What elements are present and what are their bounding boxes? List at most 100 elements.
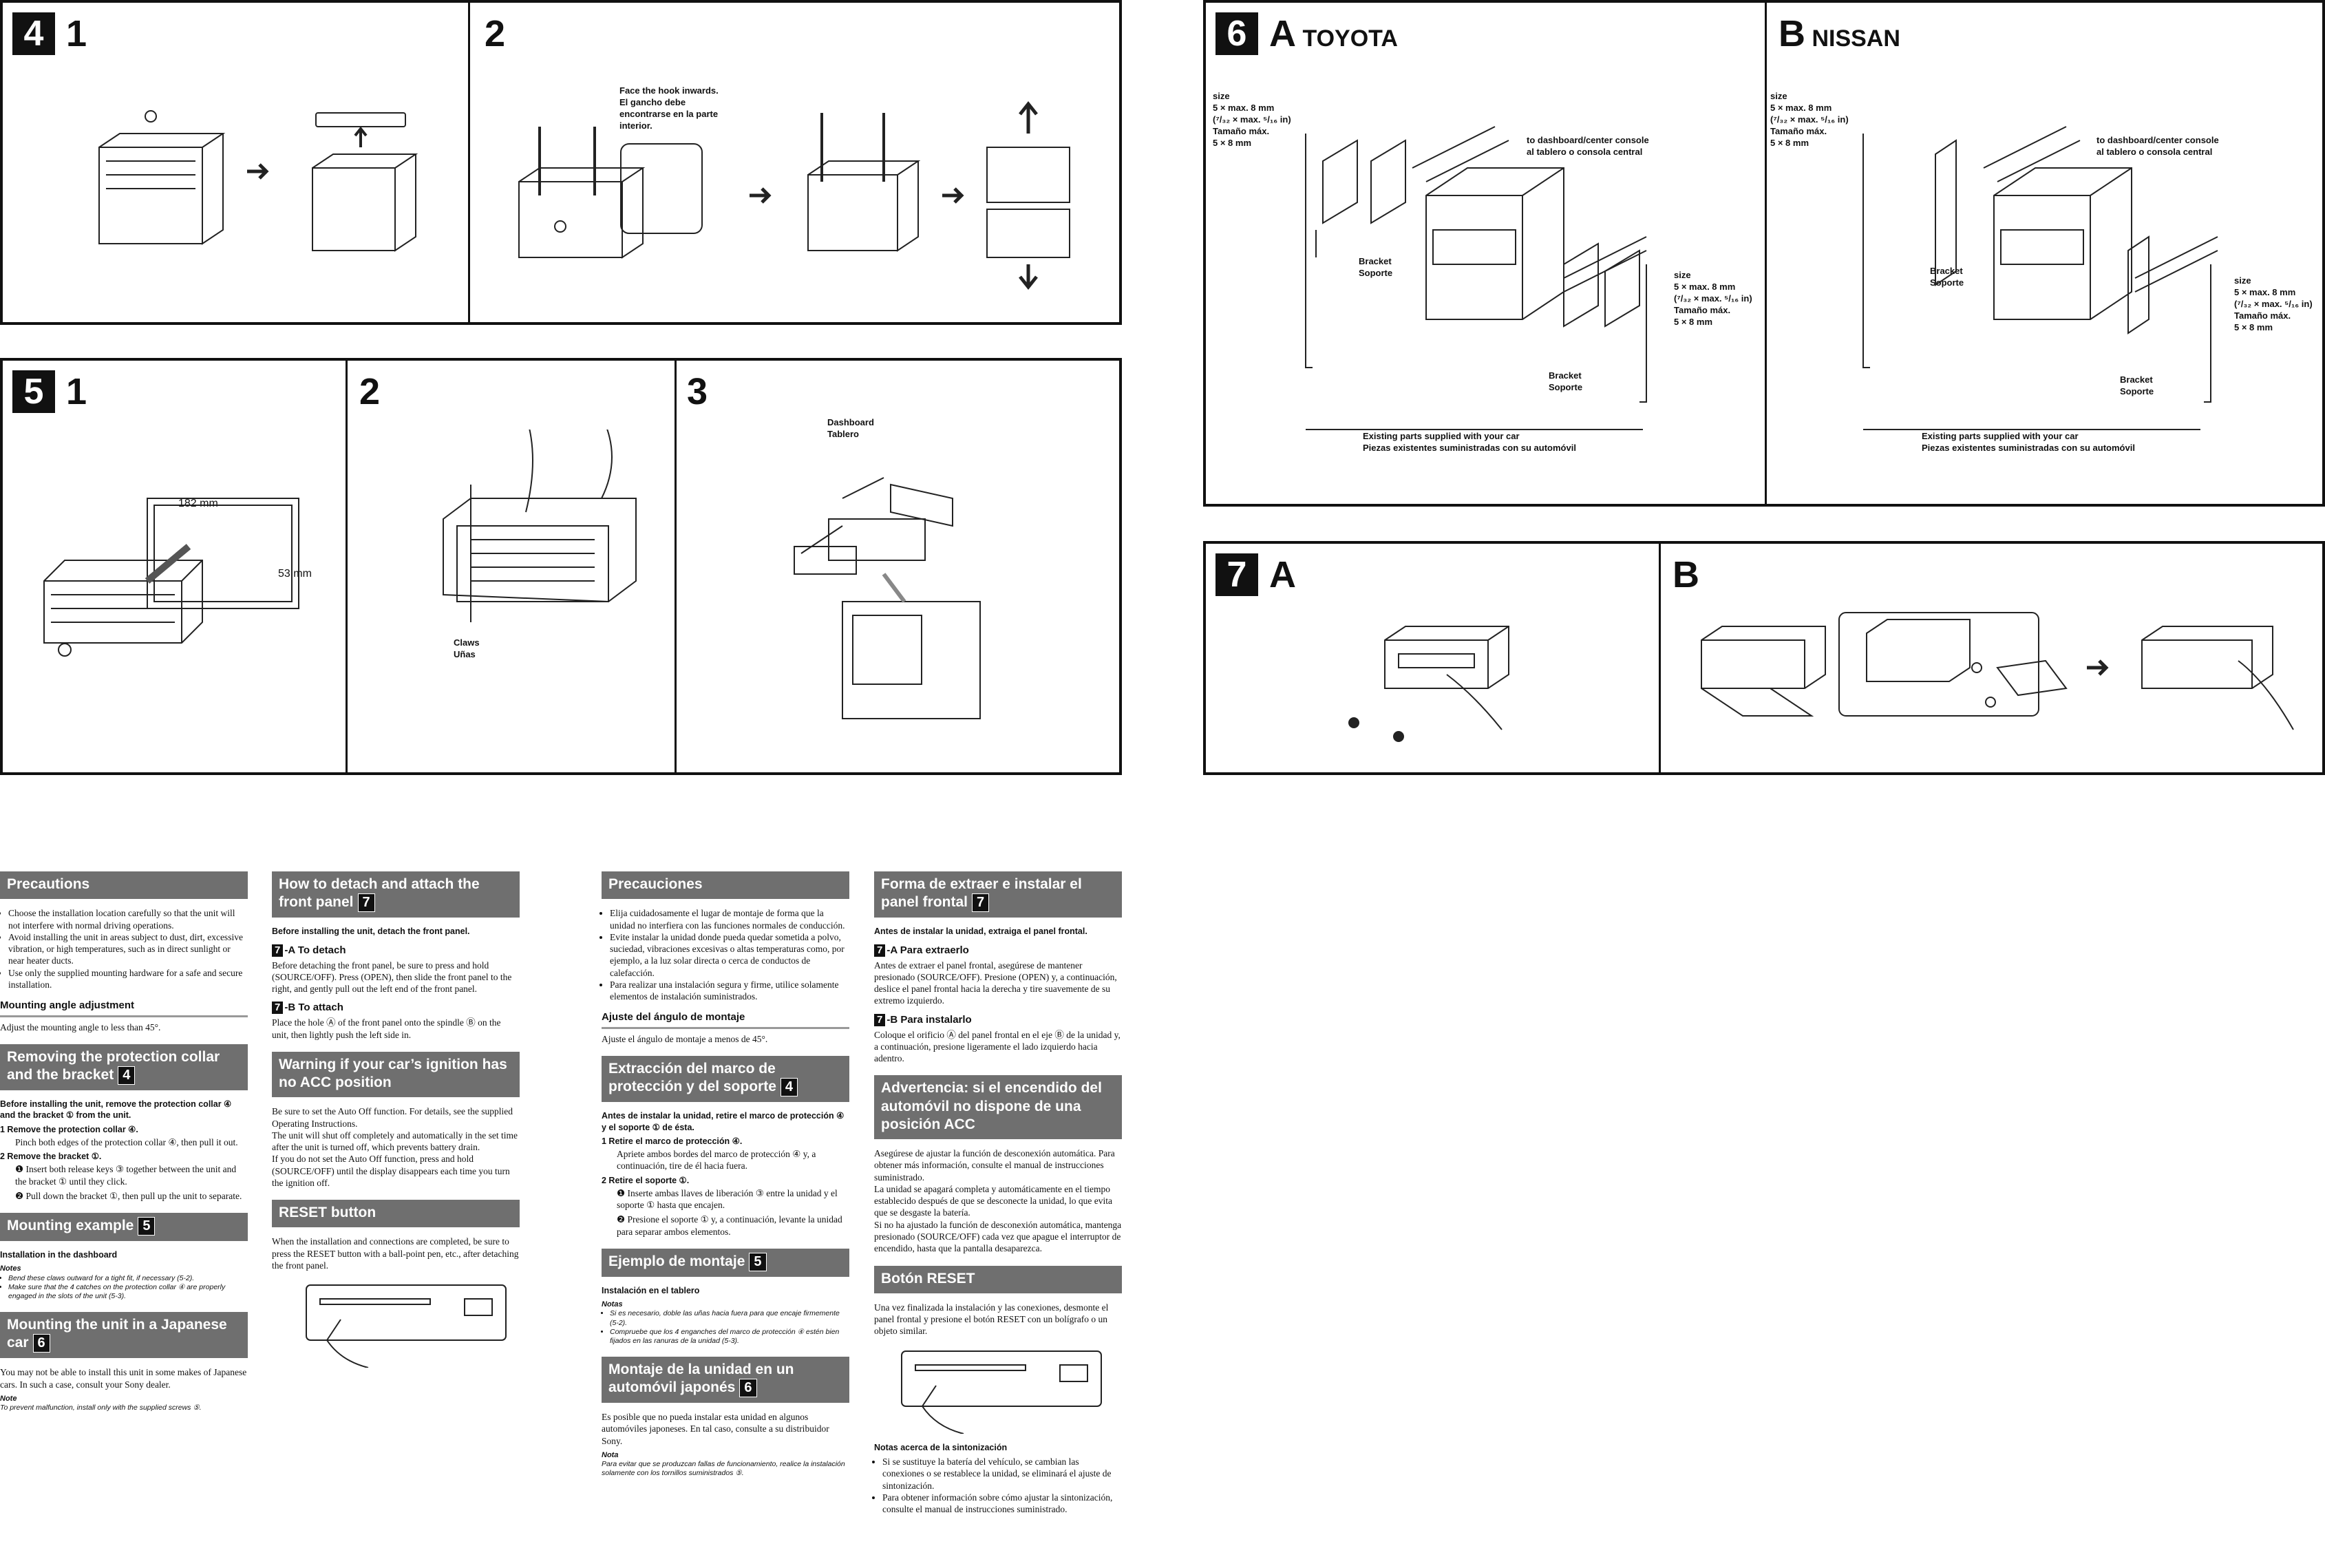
divider [346, 361, 348, 772]
column-1: Precautions Choose the installation loca… [0, 860, 248, 1412]
step-number: 2 [485, 13, 506, 54]
divider [1659, 544, 1661, 772]
ref-box: 7 [272, 1002, 284, 1015]
list-item: Evite instalar la unidad donde pueda que… [610, 931, 849, 979]
precautions-list: Choose the installation location careful… [0, 907, 248, 990]
section-heading: Removing the protection collar and the b… [0, 1043, 248, 1091]
paragraph: You may not be able to install this unit… [0, 1367, 247, 1390]
paragraph: ❷ Presione el soporte ① y, a continuació… [617, 1214, 842, 1237]
ref-box: 4 [780, 1078, 798, 1097]
toyota-letter: A [1269, 13, 1296, 54]
panel-6: 6 A TOYOTA B NISSAN size 5 × max. 8 mm (… [1203, 0, 2325, 507]
toyota-title: TOYOTA [1302, 25, 1398, 52]
heading-text: Forma de extraer e instalar el panel fro… [881, 876, 1082, 911]
panel-4: 4 1 2 Face the hook inwards. El gancho d… [0, 0, 1122, 325]
section-heading: Botón RESET [874, 1265, 1122, 1293]
subheading-text: -B Para instalarlo [887, 1013, 972, 1026]
note: To prevent malfunction, install only wit… [0, 1403, 202, 1412]
step-number: 1 [66, 13, 87, 54]
paragraph: When the installation and connections ar… [272, 1236, 519, 1271]
paragraph: Pinch both edges of the protection colla… [15, 1136, 238, 1147]
subheading: Ajuste del ángulo de montaje [602, 1010, 849, 1029]
subheading: Installation in the dashboard [0, 1250, 118, 1260]
subheading: 7-A To detach [272, 944, 520, 957]
step: 2 Retire el soporte ①. [602, 1175, 690, 1185]
nissan-header: B NISSAN [1779, 15, 1900, 52]
step: 2 Remove the bracket ①. [0, 1152, 102, 1162]
paragraph: Ajuste el ángulo de montaje a menos de 4… [602, 1033, 768, 1044]
section-heading: Montaje de la unidad en un automóvil jap… [602, 1356, 849, 1403]
ref-box: 7 [272, 944, 284, 957]
section-heading: Warning if your car’s ignition has no AC… [272, 1051, 520, 1098]
ref-box: 7 [874, 1013, 886, 1026]
ref-box: 7 [357, 893, 375, 913]
width-label: 182 mm [178, 498, 218, 509]
paragraph: Place the hole Ⓐ of the front panel onto… [272, 1017, 501, 1040]
list-item: Avoid installing the unit in areas subje… [8, 931, 248, 967]
notes-list: Si es necesario, doble las uñas hacia fu… [602, 1309, 849, 1346]
ref-box: 7 [972, 893, 990, 913]
notes-heading: Notes [0, 1264, 21, 1273]
note-item: Compruebe que los 4 enganches del marco … [610, 1328, 849, 1346]
intro: Antes de instalar la unidad, retire el m… [602, 1111, 845, 1132]
ref-box: 7 [874, 944, 886, 957]
panel-5: 5 1 2 3 182 mm 53 mm Claws Uñas Dashboar… [0, 358, 1122, 775]
list-item: Para realizar una instalación segura y f… [610, 979, 849, 1003]
subheading: 7-B To attach [272, 1002, 520, 1015]
panel-7: 7 A B [1203, 541, 2325, 775]
heading-text: How to detach and attach the front panel [279, 876, 480, 911]
precauciones-list: Elija cuidadosamente el lugar de montaje… [602, 907, 849, 1002]
subheading: 7-B Para instalarlo [874, 1013, 1122, 1026]
heading-text: Mounting example [7, 1218, 134, 1234]
note-item: Make sure that the 4 catches on the prot… [8, 1283, 248, 1301]
notes-list: Bend these claws outward for a tight fit… [0, 1274, 248, 1301]
reset-illustration [306, 1284, 507, 1369]
bracket-illustration [1305, 126, 2218, 430]
intro: Antes de instalar la unidad, extraiga el… [874, 926, 1087, 937]
section-number: 5 [12, 370, 55, 413]
intro: Before installing the unit, detach the f… [272, 926, 470, 937]
reset-illustration [901, 1350, 1102, 1434]
bracket-label-b2: Bracket Soporte [2120, 374, 2154, 396]
existing-label-b: Existing parts supplied with your car Pi… [1922, 431, 2135, 453]
paragraph: Asegúrese de ajustar la función de desco… [874, 1148, 1122, 1254]
heading-text: Extracción del marco de protección y del… [608, 1061, 776, 1095]
bracket-label-b1: Bracket Soporte [1930, 266, 1964, 288]
subheading: Instalación en el tablero [602, 1285, 700, 1295]
size-label-left: size 5 × max. 8 mm (⁷/₃₂ × max. ⁵/₁₆ in)… [1213, 91, 1291, 148]
section-number: 6 [1215, 12, 1258, 55]
intro: Before installing the unit, remove the p… [0, 1099, 232, 1121]
column-2: How to detach and attach the front panel… [272, 860, 520, 1371]
nissan-title: NISSAN [1812, 25, 1900, 52]
divider [675, 361, 677, 772]
toyota-header: A TOYOTA [1269, 15, 1398, 52]
heading-text: Removing the protection collar and the b… [7, 1048, 220, 1083]
paragraph: Apriete ambos bordes del marco de protec… [617, 1149, 816, 1172]
subheading: 7-A Para extraerlo [874, 944, 1122, 957]
paragraph: Coloque el orificio Ⓐ del panel frontal … [874, 1029, 1121, 1064]
bracket-label-a2: Bracket Soporte [1549, 370, 1583, 392]
subheading: Mounting angle adjustment [0, 999, 248, 1017]
divider [468, 3, 470, 322]
note: Para evitar que se produzcan fallas de f… [602, 1460, 845, 1478]
paragraph: Be sure to set the Auto Off function. Fo… [272, 1106, 518, 1188]
note-heading: Nota [602, 1450, 619, 1459]
paragraph: Antes de extraer el panel frontal, asegú… [874, 960, 1117, 1006]
divider [1765, 3, 1767, 504]
section-heading: Precauciones [602, 871, 849, 900]
size-label-b: size 5 × max. 8 mm (⁷/₃₂ × max. ⁵/₁₆ in)… [1770, 91, 1849, 148]
note-item: Bend these claws outward for a tight fit… [8, 1274, 248, 1283]
section-heading: RESET button [272, 1200, 520, 1228]
ref-box: 4 [118, 1066, 136, 1085]
nissan-letter: B [1779, 13, 1805, 54]
list-item: Si se sustituye la batería del vehículo,… [882, 1456, 1122, 1492]
size-label-a2: size 5 × max. 8 mm (⁷/₃₂ × max. ⁵/₁₆ in)… [1674, 270, 1752, 327]
paragraph: ❶ Insert both release keys ③ together be… [15, 1164, 237, 1187]
note-heading: Note [0, 1394, 17, 1403]
front-panel-illustration [1348, 612, 2294, 742]
heading-text: Ejemplo de montaje [608, 1253, 745, 1269]
section-number: 4 [12, 12, 55, 55]
heading-text: Montaje de la unidad en un automóvil jap… [608, 1361, 794, 1396]
section-number: 7 [1215, 553, 1258, 596]
